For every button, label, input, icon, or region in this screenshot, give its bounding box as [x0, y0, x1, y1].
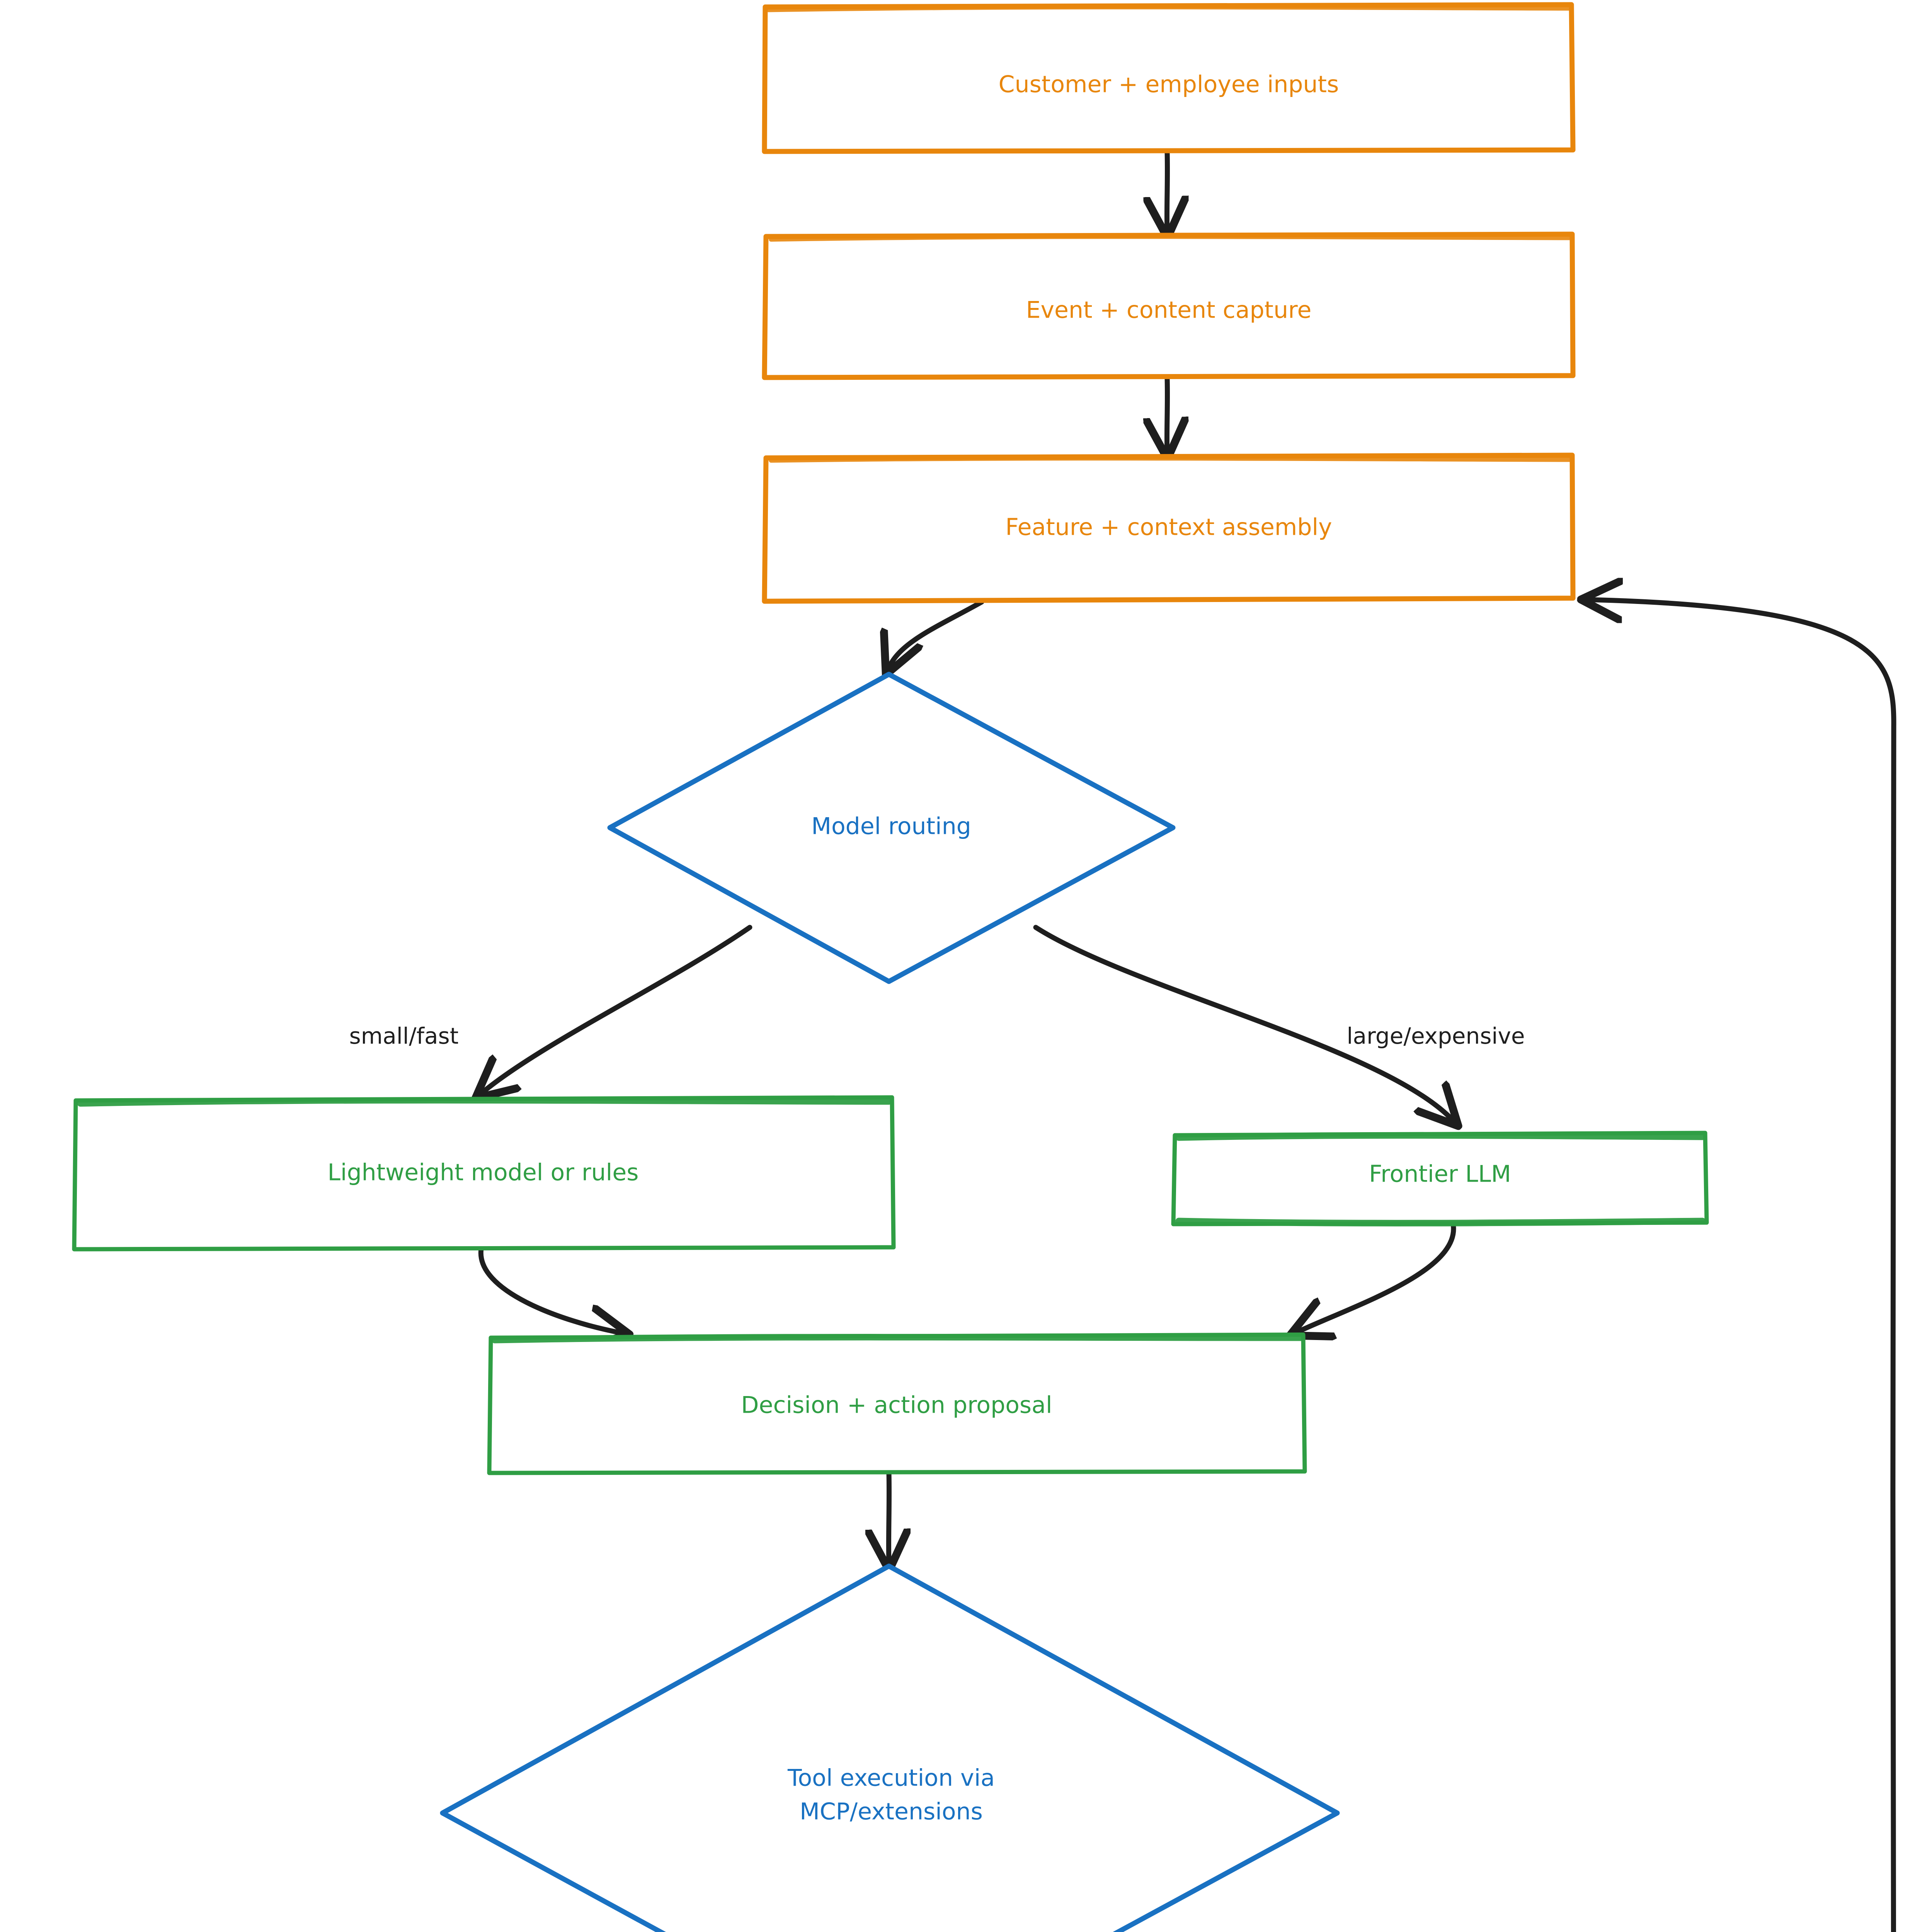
feature-context-shape [762, 452, 1576, 604]
edge-logs-to-feature-context-feedback [1588, 600, 1896, 1932]
feature-context-label: Feature + context assembly [1005, 514, 1332, 541]
edge-feature-context-to-model-routing [889, 599, 984, 668]
decision-action-label: Decision + action proposal [741, 1392, 1052, 1419]
edge-lightweight-to-decision [478, 1246, 622, 1333]
event-capture-label: Event + content capture [1026, 297, 1312, 324]
model-routing-label: Model routing [811, 813, 971, 840]
frontier-llm-shape-sketch-bottom [1175, 1218, 1706, 1226]
edge-model-routing-to-frontier-llm [1033, 925, 1453, 1121]
node-decision-action[interactable]: Decision + action proposal [487, 1332, 1307, 1475]
lightweight-model-label: Lightweight model or rules [328, 1159, 639, 1186]
edge-label-small-fast: small/fast [349, 1023, 459, 1049]
node-feature-context[interactable]: Feature + context assembly [762, 452, 1576, 604]
node-event-capture[interactable]: Event + content capture [762, 231, 1576, 380]
decision-action-shape-sketch [491, 1334, 1304, 1344]
event-capture-shape-sketch [769, 235, 1572, 242]
edge-layer [397, 149, 1896, 1932]
customer-inputs-label: Customer + employee inputs [999, 71, 1339, 98]
node-customer-inputs[interactable]: Customer + employee inputs [762, 2, 1576, 154]
node-model-routing[interactable]: Model routing [607, 672, 1176, 984]
tool-execution-label-line2: MCP/extensions [800, 1798, 983, 1825]
edge-frontier-llm-to-decision [1297, 1221, 1456, 1332]
node-lightweight-model[interactable]: Lightweight model or rules [72, 1095, 896, 1252]
model-routing-shape [607, 672, 1176, 984]
customer-inputs-shape-sketch [766, 5, 1571, 12]
tool-execution-shape [440, 1563, 1340, 1932]
edge-model-routing-to-lightweight [481, 925, 752, 1094]
frontier-llm-label: Frontier LLM [1369, 1161, 1511, 1188]
edge-label-large-expensive: large/expensive [1346, 1023, 1525, 1049]
node-tool-execution[interactable]: Tool execution via MCP/extensions [440, 1563, 1340, 1932]
feature-context-shape-sketch [769, 456, 1572, 463]
lightweight-model-shape-sketch [77, 1097, 892, 1107]
frontier-llm-shape-sketch [1175, 1132, 1706, 1141]
tool-execution-label-line1: Tool execution via [787, 1765, 995, 1792]
node-frontier-llm[interactable]: Frontier LLM [1171, 1131, 1709, 1226]
